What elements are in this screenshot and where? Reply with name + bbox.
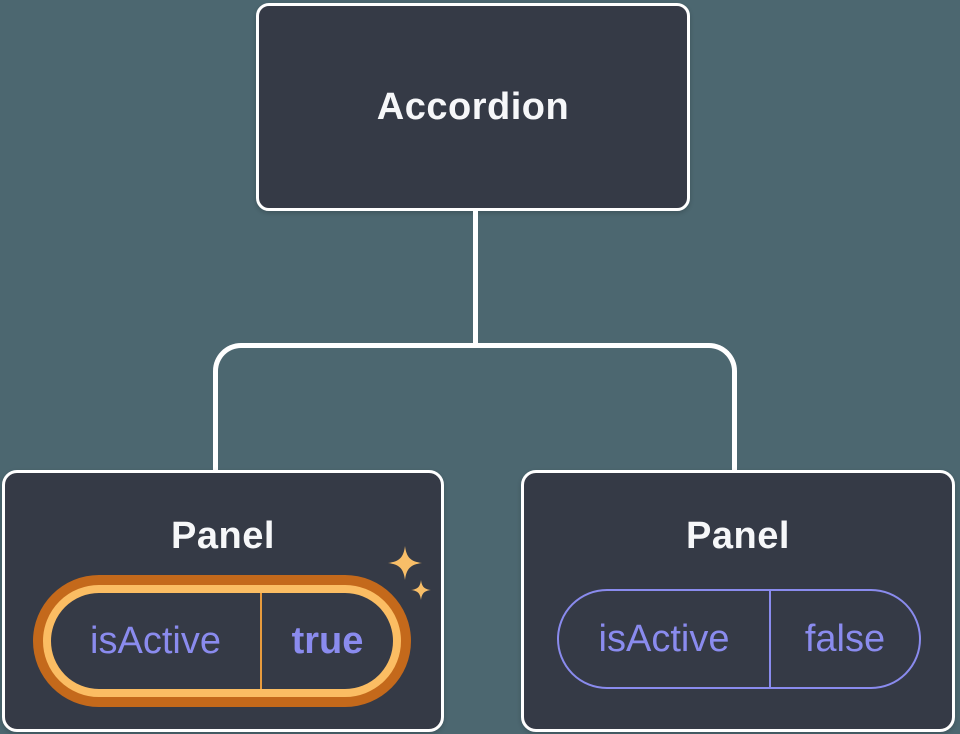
panel-node-active: Panel isActive true xyxy=(2,470,444,732)
state-value-label: true xyxy=(291,619,364,662)
accordion-node: Accordion xyxy=(256,3,690,211)
state-pill-active: isActive true xyxy=(43,585,401,697)
panel-title: Panel xyxy=(171,515,275,557)
panel-node-inactive: Panel isActive false xyxy=(521,470,955,732)
state-value-label: false xyxy=(804,617,886,660)
accordion-node-label: Accordion xyxy=(376,85,570,128)
state-key-label: isActive xyxy=(90,619,221,662)
state-key-label: isActive xyxy=(598,617,730,660)
connector-branch xyxy=(213,343,737,470)
state-pill-inactive: isActive false xyxy=(557,589,921,689)
pill-divider xyxy=(260,593,262,689)
panel-title: Panel xyxy=(686,515,790,557)
pill-divider xyxy=(769,591,771,687)
connector-stem xyxy=(473,209,478,347)
